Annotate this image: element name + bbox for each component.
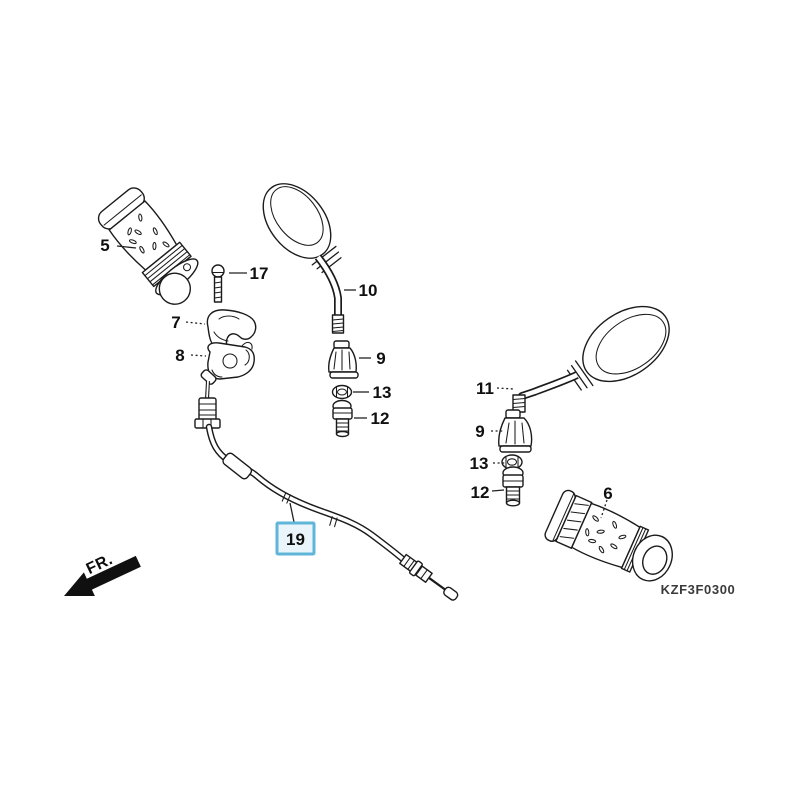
part-label-13-left[interactable]: 13 bbox=[373, 383, 392, 402]
part-11-right-mirror-drawing bbox=[512, 305, 670, 413]
selected-part-callout[interactable]: 19 bbox=[275, 521, 316, 556]
part-12-right-adapter-drawing bbox=[502, 466, 524, 507]
part-label-7[interactable]: 7 bbox=[171, 313, 180, 332]
leader-line-8 bbox=[190, 354, 207, 357]
part-label-9-left[interactable]: 9 bbox=[376, 349, 385, 368]
part-9-left-boot-drawing bbox=[328, 340, 359, 379]
part-12-left-adapter-drawing bbox=[332, 399, 353, 438]
part-6-right-grip-drawing bbox=[544, 489, 673, 582]
part-5-left-grip-drawing bbox=[97, 187, 199, 305]
part-label-9-right[interactable]: 9 bbox=[475, 422, 484, 441]
part-label-19[interactable]: 19 bbox=[286, 530, 305, 549]
part-label-13-right[interactable]: 13 bbox=[470, 454, 489, 473]
diagram-code: KZF3F0300 bbox=[661, 582, 736, 597]
leader-line-19 bbox=[289, 502, 295, 523]
part-8-lower-housing-drawing bbox=[207, 341, 255, 380]
part-label-6[interactable]: 6 bbox=[603, 484, 612, 503]
front-arrow-icon bbox=[64, 555, 141, 596]
leader-line-11 bbox=[496, 387, 515, 390]
part-19-cable-drawing bbox=[194, 369, 459, 601]
part-label-10[interactable]: 10 bbox=[359, 281, 378, 300]
front-direction-arrow: FR. bbox=[64, 551, 141, 596]
leader-line-6 bbox=[600, 499, 608, 519]
leader-line-7 bbox=[185, 321, 206, 325]
selected-part-highlight-box[interactable] bbox=[275, 521, 316, 556]
part-17-screw-drawing bbox=[211, 264, 225, 303]
grip-texture bbox=[127, 213, 170, 254]
part-label-8[interactable]: 8 bbox=[175, 346, 184, 365]
cable-joint-mark bbox=[329, 516, 338, 528]
part-label-11[interactable]: 11 bbox=[476, 379, 494, 398]
part-label-12-right[interactable]: 12 bbox=[471, 483, 490, 502]
part-9-right-boot-drawing bbox=[498, 409, 533, 453]
part-10-left-mirror-drawing bbox=[262, 183, 345, 334]
part-label-12-left[interactable]: 12 bbox=[371, 409, 390, 428]
leader-line-12-right bbox=[491, 489, 505, 492]
leader-line-5 bbox=[116, 245, 137, 249]
cable-joint-mark bbox=[281, 492, 291, 504]
grip-knurl bbox=[559, 503, 589, 539]
part-label-5[interactable]: 5 bbox=[100, 236, 109, 255]
grip-texture bbox=[585, 515, 627, 554]
part-13-left-nut-drawing bbox=[331, 384, 353, 400]
part-label-17[interactable]: 17 bbox=[250, 264, 269, 283]
